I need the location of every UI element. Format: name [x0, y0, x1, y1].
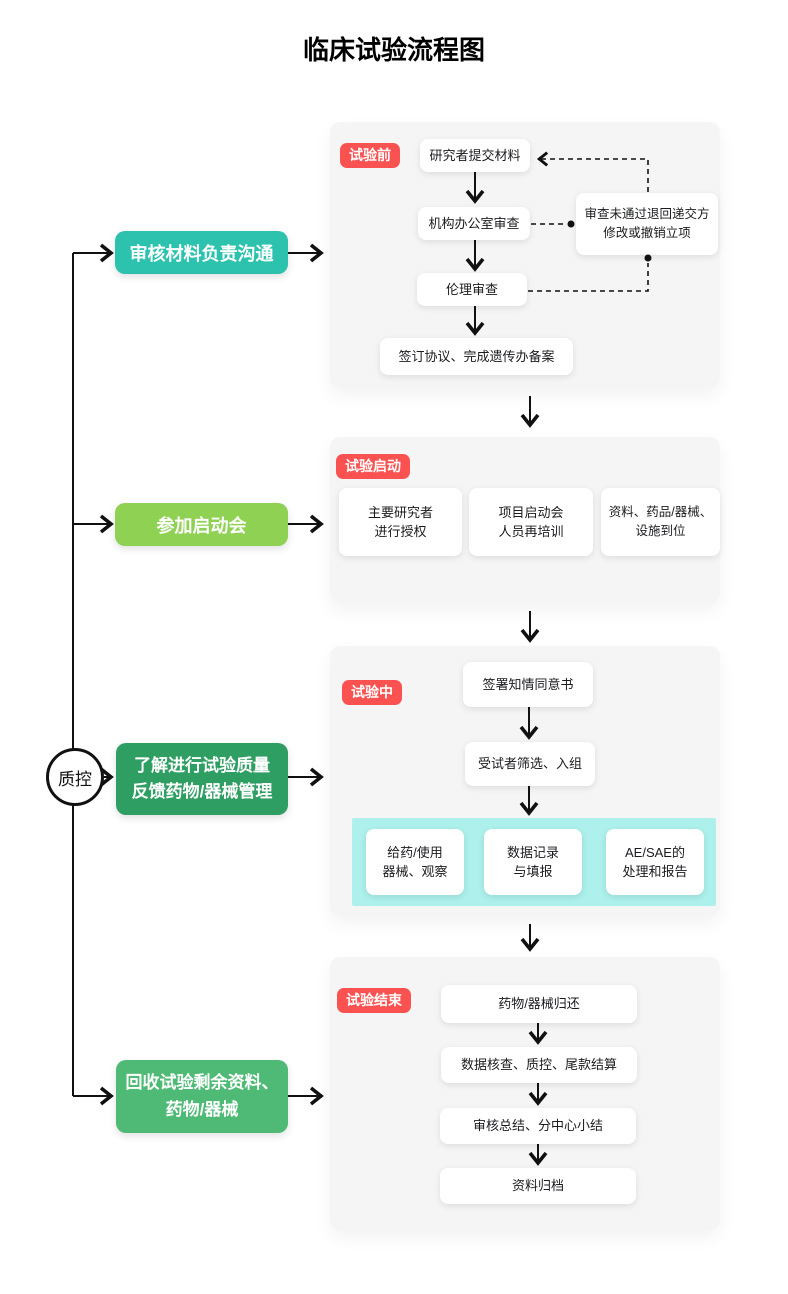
node-archive-materials: 资料归档: [440, 1168, 636, 1204]
action-quality-feedback: 了解进行试验质量 反馈药物/器械管理: [116, 743, 288, 815]
action-review-materials: 审核材料负责沟通: [115, 231, 288, 274]
node-ae-sae-report: AE/SAE的 处理和报告: [606, 829, 704, 895]
stage-panel-before: 试验前 研究者提交材料 机构办公室审查 伦理审查 签订协议、完成遗传办备案 审查…: [330, 122, 720, 388]
node-review-summary: 审核总结、分中心小结: [440, 1108, 636, 1144]
stage-panel-launch: 试验启动 主要研究者 进行授权 项目启动会 人员再培训 资料、药品/器械、 设施…: [330, 437, 720, 603]
stage-panel-during: 试验中 签署知情同意书 受试者筛选、入组 给药/使用 器械、观察 数据记录 与填…: [330, 646, 720, 916]
node-data-check-settlement: 数据核查、质控、尾款结算: [441, 1047, 637, 1083]
stage-tag-before: 试验前: [340, 143, 400, 168]
page-title: 临床试验流程图: [302, 35, 485, 65]
node-kickoff-training: 项目启动会 人员再培训: [469, 488, 593, 556]
stage-tag-during: 试验中: [342, 680, 402, 705]
node-return-drugs: 药物/器械归还: [441, 985, 637, 1023]
node-subject-screening: 受试者筛选、入组: [465, 742, 595, 786]
node-data-recording: 数据记录 与填报: [484, 829, 582, 895]
action-attend-kickoff: 参加启动会: [115, 503, 288, 546]
stage-tag-end: 试验结束: [337, 988, 411, 1013]
node-sign-agreement: 签订协议、完成遗传办备案: [380, 338, 573, 375]
node-dosing-observe: 给药/使用 器械、观察: [366, 829, 464, 895]
node-informed-consent: 签署知情同意书: [463, 662, 593, 707]
node-ethics-review: 伦理审查: [417, 273, 527, 306]
node-pi-authorize: 主要研究者 进行授权: [339, 488, 462, 556]
node-office-review: 机构办公室审查: [418, 207, 530, 240]
stage-tag-launch: 试验启动: [336, 454, 410, 479]
quality-control-node: 质控: [46, 748, 104, 806]
node-review-rejected: 审查未通过退回递交方 修改或撤销立项: [576, 193, 718, 255]
node-supplies-ready: 资料、药品/器械、 设施到位: [601, 488, 720, 556]
node-researcher-submit: 研究者提交材料: [420, 139, 530, 172]
action-recycle-materials: 回收试验剩余资料、 药物/器械: [116, 1060, 288, 1133]
stage-panel-end: 试验结束 药物/器械归还 数据核查、质控、尾款结算 审核总结、分中心小结 资料归…: [330, 957, 720, 1230]
